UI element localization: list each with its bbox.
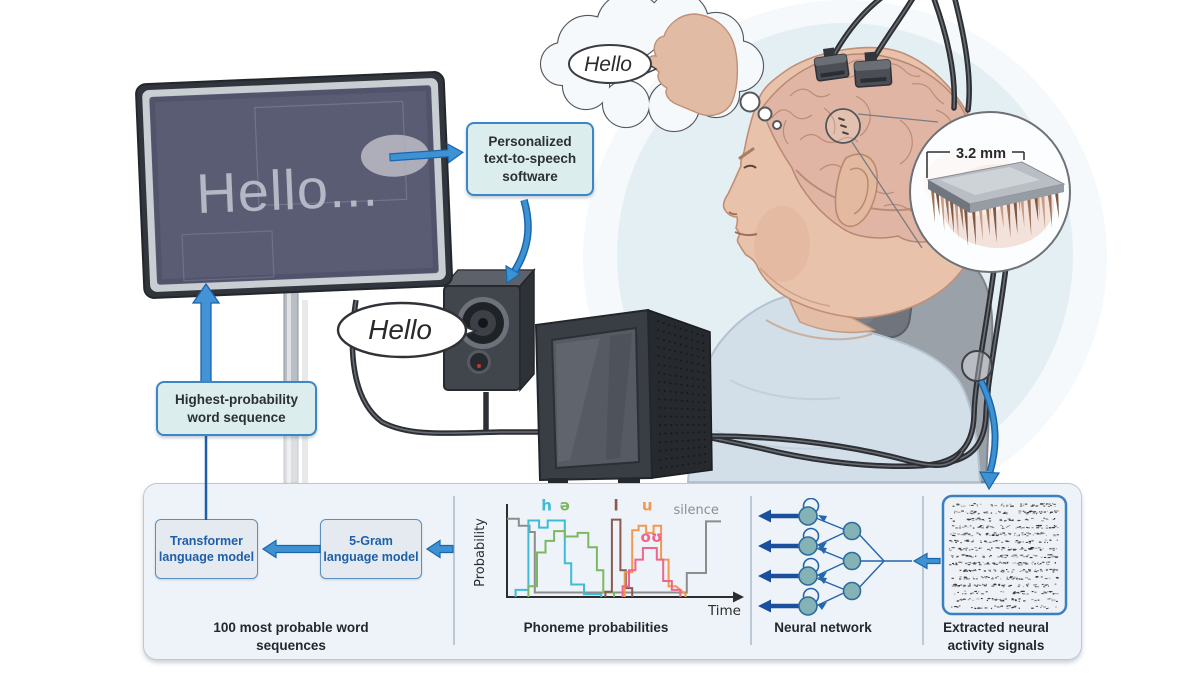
patient-head (722, 46, 990, 319)
arrow-tts-to-speaker (505, 198, 532, 285)
arrow-ngram-to-transformer (261, 539, 321, 559)
scale-label: 3.2 mm (956, 146, 1006, 162)
thought-trail (739, 91, 782, 130)
svg-text:oʊ: oʊ (641, 528, 663, 546)
screen-text: Hello... (195, 154, 380, 225)
raster-dots (949, 503, 1059, 610)
computer-tower (534, 308, 713, 488)
tts-software-box: Personalized text-to-speech software (466, 122, 594, 196)
brain-gyri (771, 59, 961, 214)
five-gram-language-model-box: 5-Gram language model (320, 519, 422, 579)
svg-text:u: u (642, 498, 653, 515)
panel-divider-3 (922, 496, 924, 645)
nn-output-arrows (758, 509, 800, 613)
electrode-array-inset: 3.2 mm (909, 111, 1071, 273)
panel-arrows (261, 539, 941, 570)
cable-magnifier-circle (961, 350, 993, 382)
nn-nodes (798, 506, 862, 616)
speaker (442, 268, 536, 392)
decoding-pipeline-panel: Transformer language model 5-Gram langua… (143, 483, 1082, 660)
highest-probability-box: Highest-probability word sequence (156, 381, 317, 436)
electrode-needles (930, 176, 1059, 247)
panel-divider-1 (453, 496, 455, 645)
tts-software-label: Personalized text-to-speech software (483, 134, 577, 184)
neural-network-diagram (758, 498, 912, 616)
svg-text:Probability: Probability (473, 518, 488, 587)
brain (761, 53, 978, 243)
svg-text:silence: silence (674, 503, 719, 518)
thought-bubble-text: Hello (584, 53, 632, 76)
transformer-language-model-label: Transformer language model (158, 533, 255, 564)
face-details (728, 147, 758, 237)
svg-text:l: l (614, 498, 619, 515)
patient-neck (781, 257, 877, 334)
five-gram-language-model-label: 5-Gram language model (323, 533, 419, 564)
transformer-language-model-box: Transformer language model (155, 519, 258, 579)
speech-bubble-text: Hello (368, 314, 432, 345)
arrow-monitor-to-tts (389, 142, 464, 164)
highest-probability-label: Highest-probability word sequence (174, 392, 298, 425)
svg-text:Time: Time (707, 603, 741, 619)
screen-glow (360, 134, 429, 177)
arrow-cable-to-signals (977, 379, 1001, 491)
ear (834, 153, 879, 228)
nn-connections (815, 517, 912, 607)
svg-text:h: h (541, 498, 552, 515)
wheelchair (846, 235, 994, 483)
caption-word-sequences: 100 most probable word sequences (213, 620, 369, 653)
floor-cables (349, 299, 965, 468)
caption-extracted-signals: Extracted neural activity signals (943, 620, 1049, 653)
arrow-phonemes-to-ngram (425, 539, 454, 559)
thought-face (646, 13, 739, 117)
panel-divider-2 (750, 496, 752, 645)
implant-site (825, 108, 939, 249)
headrest (846, 235, 919, 339)
arrow-signals-to-network (912, 552, 941, 570)
neural-activity-raster (941, 494, 1068, 616)
svg-text:ə: ə (560, 498, 570, 515)
caption-neural-network: Neural network (774, 620, 872, 635)
implant-cables (709, 0, 1009, 470)
scale-bracket (926, 151, 1025, 178)
patient-torso (686, 294, 982, 483)
tower-vent-grid (656, 320, 707, 470)
speech-bubble: Hello (336, 301, 479, 359)
caption-phoneme-probabilities: Phoneme probabilities (523, 620, 669, 635)
thought-bubble: Hello (539, 0, 782, 133)
pedestal-connectors (813, 47, 893, 88)
background-glow (583, 0, 1107, 516)
